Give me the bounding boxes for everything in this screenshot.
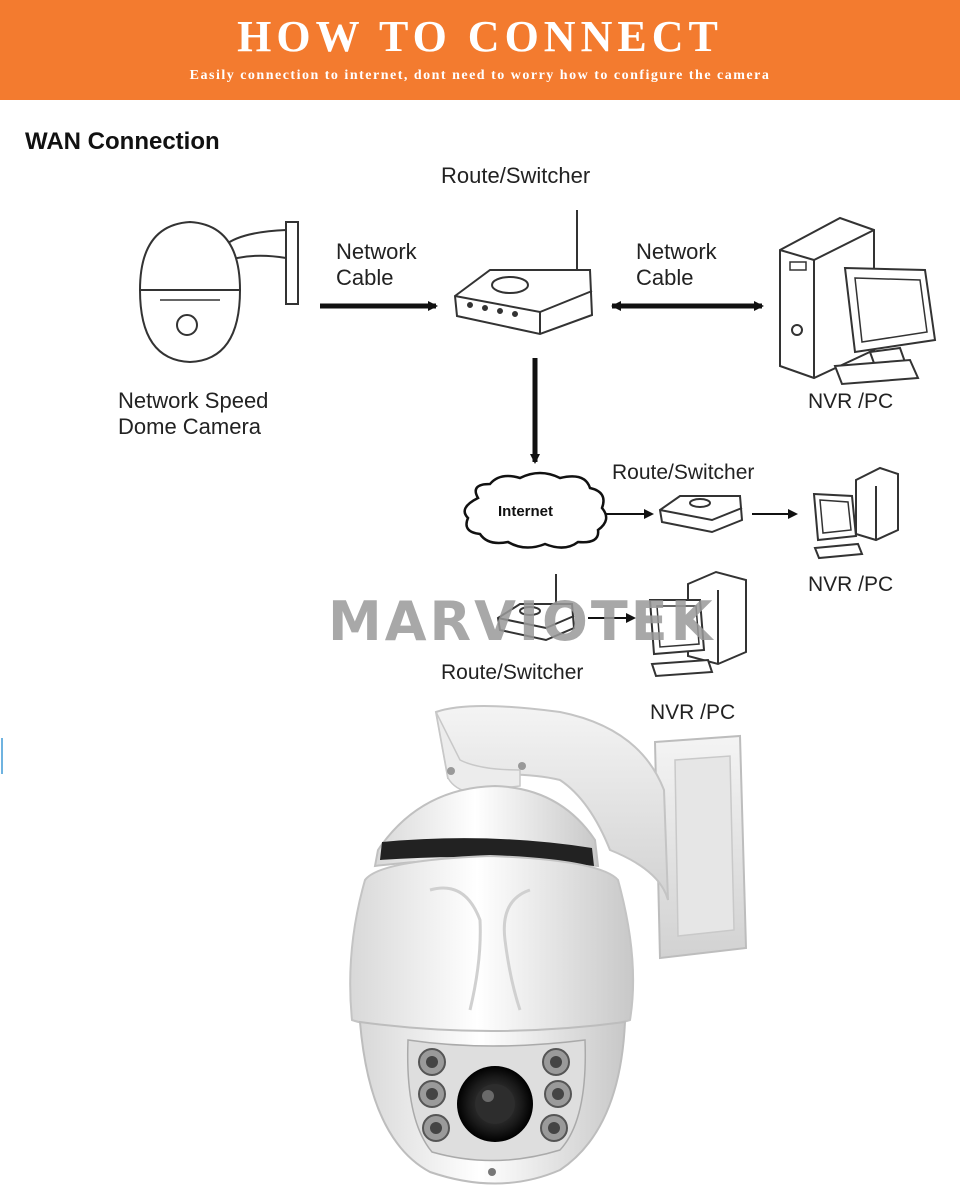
desktop-pc-icon [779,216,937,386]
cable-left-label: Network Cable [336,239,417,290]
internet-label: Internet [498,503,554,520]
wireless-router-icon [496,574,576,642]
nvr-mid-label: NVR /PC [808,573,894,596]
dome-camera-icon [138,220,299,364]
header-subtitle: Easily connection to internet, dont need… [189,68,771,83]
bottom-router-label: Route/Switcher [441,661,584,684]
camera-label: Network Speed Dome Camera [118,388,269,439]
ptz-dome-camera-photo [349,705,748,1185]
desktop-pc-icon [812,466,899,560]
cable-right-label: Network Cable [636,239,717,290]
wireless-router-icon [658,495,744,534]
nvr-top-label: NVR /PC [808,390,894,413]
desktop-pc-icon [648,570,747,678]
nvr-bottom-label: NVR /PC [650,701,736,724]
edge-divider [1,738,3,774]
internet-cloud-icon [463,471,608,549]
header-banner: HOW TO CONNECT Easily connection to inte… [0,0,960,100]
wireless-router-icon [453,210,594,336]
top-router-label: Route/Switcher [441,163,591,188]
mid-router-label: Route/Switcher [612,461,755,484]
brand-watermark: MARVIOTEK [328,590,716,653]
section-title: WAN Connection [25,128,220,155]
header-title: HOW TO CONNECT [237,12,723,61]
